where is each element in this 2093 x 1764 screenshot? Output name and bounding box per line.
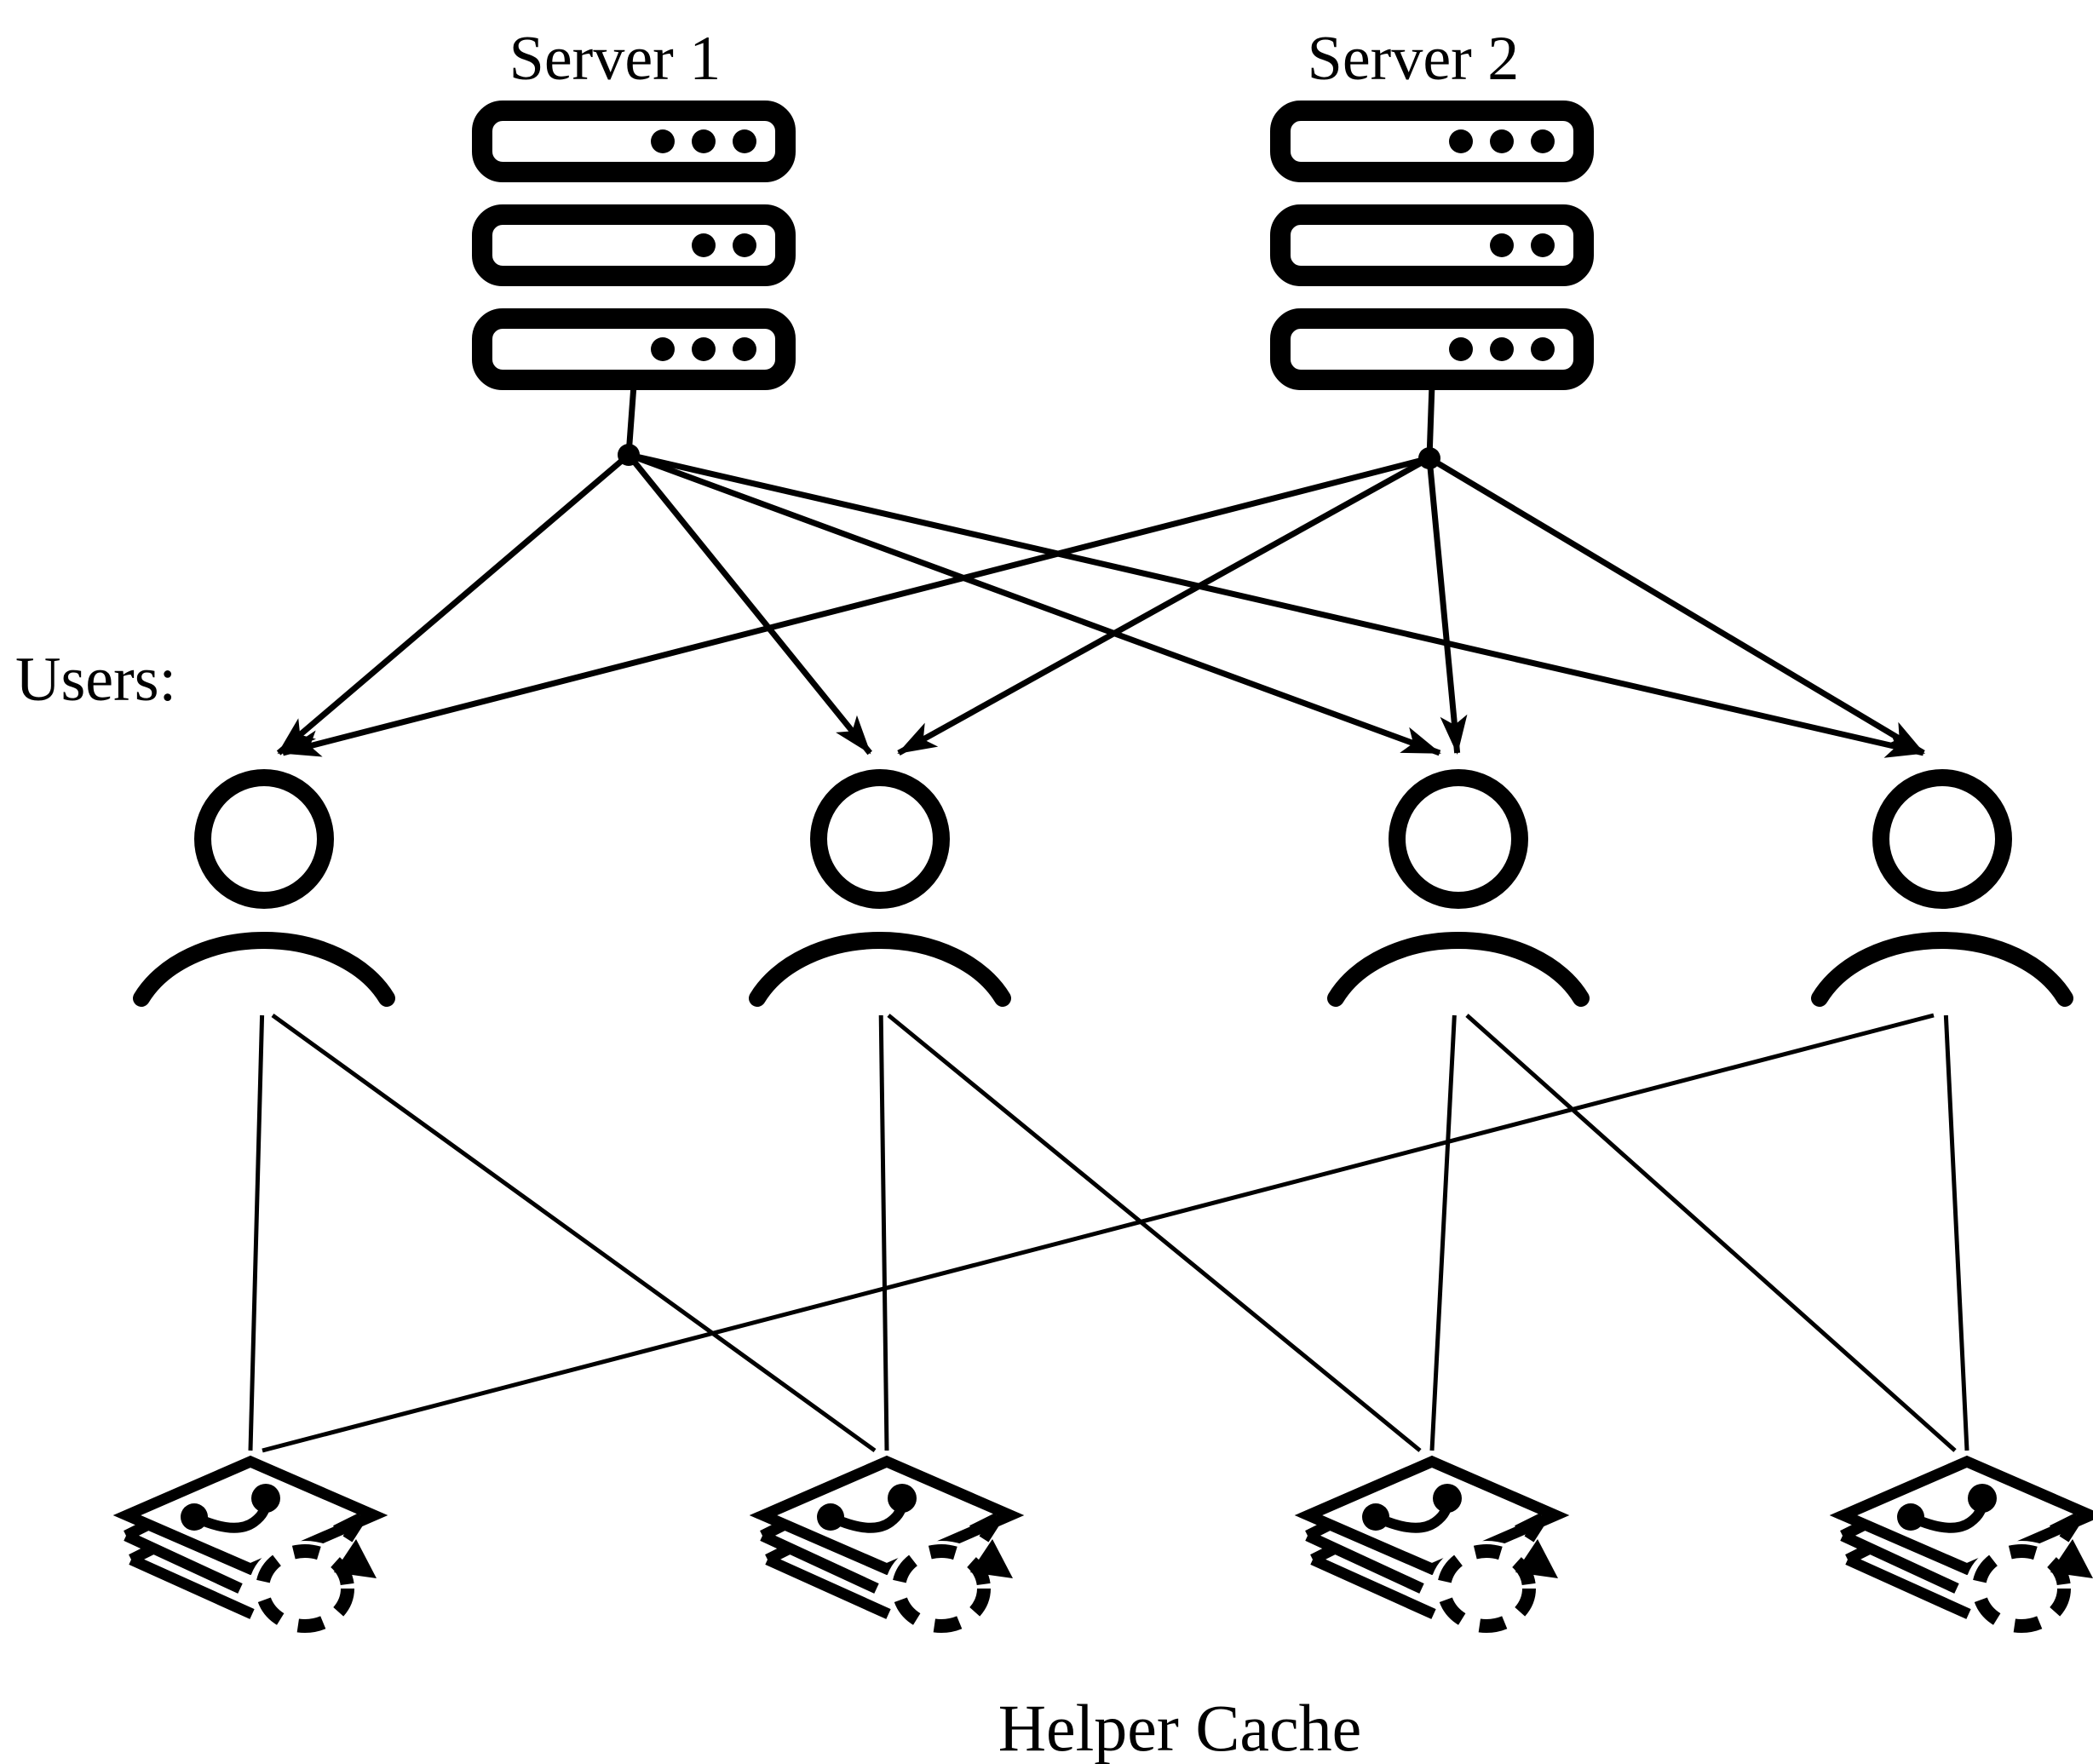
server2-label: Server 2 — [1308, 24, 1520, 94]
user-to-cache-link-user4-cache4 — [1943, 1014, 1969, 1451]
server1-label: Server 1 — [509, 24, 722, 94]
user-to-cache-link-user2-cache3 — [887, 1014, 1422, 1452]
user-to-cache-link-user4-cache1 — [262, 1013, 1935, 1453]
cache-icon — [126, 1462, 377, 1636]
helper-cache-caption: Helper Cache — [998, 1691, 1362, 1764]
users-caption: Users: — [15, 645, 176, 715]
cache-icon — [1308, 1462, 1558, 1636]
server-to-user-arrow-server2-user1 — [281, 455, 1430, 757]
user-to-cache-link-user1-cache2 — [271, 1013, 877, 1453]
server-to-user-arrow-server1-user3 — [627, 451, 1441, 756]
server-to-user-arrow-server2-user3 — [1426, 457, 1468, 755]
users-layer — [141, 778, 2065, 998]
junction-dot — [618, 444, 640, 466]
edges-layer — [248, 451, 1969, 1453]
person-icon — [1336, 778, 1581, 998]
server-stack-icon — [1280, 111, 1584, 380]
user-to-cache-link-user3-cache3 — [1429, 1014, 1457, 1451]
junction-dot — [1418, 447, 1440, 469]
caches-layer — [126, 1462, 2093, 1636]
person-icon — [757, 778, 1003, 998]
server-to-user-arrow-server1-user1 — [276, 452, 631, 756]
person-icon — [141, 778, 387, 998]
server-junction-stub — [1426, 384, 1435, 459]
cache-icon — [762, 1462, 1013, 1636]
user-to-cache-link-user3-cache4 — [1465, 1014, 1957, 1452]
user-to-cache-link-user2-cache2 — [878, 1014, 889, 1451]
server-stack-icon — [482, 111, 785, 380]
server-to-user-arrow-server1-user4 — [628, 451, 1925, 758]
server-to-user-arrow-server1-user2 — [626, 452, 872, 756]
server-to-user-arrow-server2-user2 — [897, 455, 1431, 756]
junction-layer — [618, 384, 1440, 469]
person-icon — [1820, 778, 2065, 998]
server-to-user-arrow-server2-user4 — [1428, 455, 1925, 756]
user-to-cache-link-user1-cache1 — [248, 1014, 265, 1451]
server-junction-stub — [625, 384, 637, 456]
servers-layer — [482, 111, 1584, 380]
cache-icon — [1843, 1462, 2093, 1636]
